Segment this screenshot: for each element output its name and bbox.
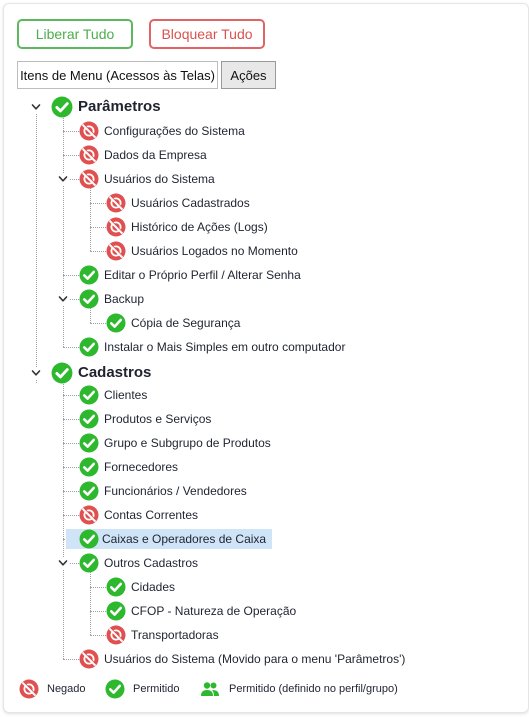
- tree-connector: [63, 491, 79, 492]
- tree-connector: [63, 443, 79, 444]
- legend-denied-circle-icon: [19, 679, 39, 699]
- tree-connector: [63, 419, 79, 420]
- tree-guide-line: [90, 307, 91, 323]
- release-all-button[interactable]: Liberar Tudo: [17, 19, 133, 49]
- tree-item-funcionarios-vendedores[interactable]: Funcionários / Vendedores: [104, 484, 247, 498]
- check-circle-icon[interactable]: [79, 265, 99, 285]
- tree-connector: [63, 155, 79, 156]
- check-circle-icon[interactable]: [51, 96, 73, 118]
- check-circle-icon[interactable]: [79, 553, 99, 573]
- check-circle-icon[interactable]: [79, 409, 99, 429]
- tree-item-clientes[interactable]: Clientes: [104, 388, 148, 402]
- check-circle-icon[interactable]: [79, 529, 99, 549]
- chevron-down-icon[interactable]: [57, 173, 69, 185]
- tree-connector: [63, 275, 79, 276]
- tree-item-historico-de-acoes-logs[interactable]: Histórico de Ações (Logs): [131, 220, 268, 234]
- tree-item-produtos-e-servicos[interactable]: Produtos e Serviços: [104, 412, 212, 426]
- tree-item-backup[interactable]: Backup: [104, 292, 145, 306]
- tree-item-editar-o-proprio-perfil-alterar-senha[interactable]: Editar o Próprio Perfil / Alterar Senha: [104, 268, 301, 282]
- tree-guide-line: [90, 187, 91, 251]
- tree-connector: [63, 515, 79, 516]
- check-circle-icon[interactable]: [79, 457, 99, 477]
- tree-item-configuracoes-do-sistema[interactable]: Configurações do Sistema: [104, 124, 245, 138]
- tab-actions[interactable]: Ações: [221, 61, 276, 89]
- chevron-down-icon[interactable]: [57, 557, 69, 569]
- tree-connector: [63, 467, 79, 468]
- legend-label: Permitido: [133, 683, 180, 695]
- tree-item-usuarios-logados-no-momento[interactable]: Usuários Logados no Momento: [131, 244, 298, 258]
- tree-connector: [90, 203, 106, 204]
- tree-item-copia-de-seguranca[interactable]: Cópia de Segurança: [131, 316, 241, 330]
- tree-connector: [90, 251, 106, 252]
- tree-item-caixas-e-operadores-de-caixa[interactable]: Caixas e Operadores de Caixa: [66, 529, 273, 549]
- tree-item-usuarios-do-sistema[interactable]: Usuários do Sistema: [104, 172, 215, 186]
- tree-connector: [63, 179, 79, 180]
- denied-circle-icon[interactable]: [79, 649, 99, 669]
- denied-circle-icon[interactable]: [79, 169, 99, 189]
- tree-connector: [63, 563, 79, 564]
- denied-circle-icon[interactable]: [79, 121, 99, 141]
- tree-item-usuarios-do-sistema-movido-para-o-menu-parametros[interactable]: Usuários do Sistema (Movido para o menu …: [104, 652, 406, 666]
- check-circle-icon[interactable]: [79, 385, 99, 405]
- tree-connector: [63, 131, 79, 132]
- tree-item-parametros[interactable]: Parâmetros: [78, 98, 161, 115]
- check-circle-icon[interactable]: [79, 337, 99, 357]
- tree-connector: [63, 299, 79, 300]
- denied-circle-icon[interactable]: [106, 625, 126, 645]
- tree-item-fornecedores[interactable]: Fornecedores: [104, 460, 179, 474]
- check-circle-icon[interactable]: [51, 362, 73, 384]
- tree-item-grupo-e-subgrupo-de-produtos[interactable]: Grupo e Subgrupo de Produtos: [104, 436, 271, 450]
- tree-item-cidades[interactable]: Cidades: [131, 580, 176, 594]
- tree-connector: [63, 395, 79, 396]
- legend-label: Permitido (definido no perfil/grupo): [229, 683, 398, 695]
- tree-connector: [90, 635, 106, 636]
- check-circle-icon[interactable]: [106, 577, 126, 597]
- tree-connector: [90, 587, 106, 588]
- check-circle-icon[interactable]: [79, 289, 99, 309]
- tree-item-instalar-o-mais-simples-em-outro-computador[interactable]: Instalar o Mais Simples em outro computa…: [104, 340, 346, 354]
- denied-circle-icon[interactable]: [106, 217, 126, 237]
- legend-group-users-icon: [200, 679, 220, 699]
- chevron-down-icon[interactable]: [57, 293, 69, 305]
- tree-item-outros-cadastros[interactable]: Outros Cadastros: [104, 556, 199, 570]
- tree-item-usuarios-cadastrados[interactable]: Usuários Cadastrados: [131, 196, 250, 210]
- tree-item-contas-correntes[interactable]: Contas Correntes: [104, 508, 199, 522]
- check-circle-icon[interactable]: [106, 313, 126, 333]
- denied-circle-icon[interactable]: [79, 505, 99, 525]
- check-circle-icon[interactable]: [79, 481, 99, 501]
- tree-connector: [90, 611, 106, 612]
- tree-item-dados-da-empresa[interactable]: Dados da Empresa: [104, 148, 207, 162]
- tree-guide-line: [36, 107, 37, 383]
- check-circle-icon[interactable]: [79, 433, 99, 453]
- block-all-button[interactable]: Bloquear Tudo: [149, 19, 265, 49]
- tree-guide-line: [63, 115, 64, 347]
- tree-connector: [63, 347, 79, 348]
- denied-circle-icon[interactable]: [79, 145, 99, 165]
- tab-menu-items[interactable]: Itens de Menu (Acessos às Telas): [17, 61, 218, 89]
- check-circle-icon[interactable]: [106, 601, 126, 621]
- tree-connector: [90, 323, 106, 324]
- tree-item-transportadoras[interactable]: Transportadoras: [131, 628, 219, 642]
- legend-check-circle-icon: [105, 679, 125, 699]
- tree-item-cadastros[interactable]: Cadastros: [78, 364, 152, 381]
- denied-circle-icon[interactable]: [106, 241, 126, 261]
- tree-guide-line: [90, 571, 91, 635]
- legend-label: Negado: [47, 683, 86, 695]
- tree-guide-line: [63, 381, 64, 659]
- tree-connector: [63, 659, 79, 660]
- chevron-down-icon[interactable]: [30, 367, 42, 379]
- tree-item-cfop-natureza-de-operacao[interactable]: CFOP - Natureza de Operação: [131, 604, 297, 618]
- tree-connector: [90, 227, 106, 228]
- chevron-down-icon[interactable]: [30, 101, 42, 113]
- denied-circle-icon[interactable]: [106, 193, 126, 213]
